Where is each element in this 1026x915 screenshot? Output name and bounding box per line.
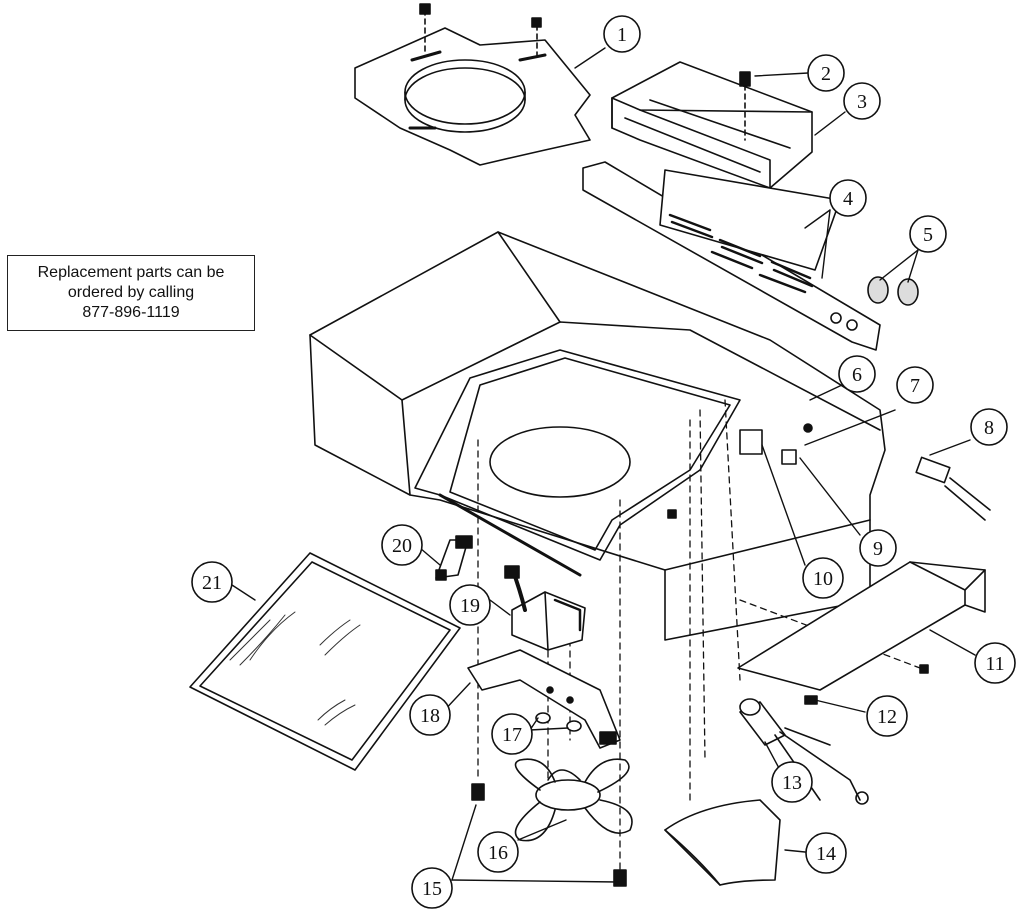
callout-2: 2 <box>807 54 845 92</box>
svg-text:4: 4 <box>843 188 853 210</box>
svg-text:6: 6 <box>852 364 862 386</box>
callout-13: 13 <box>771 761 813 803</box>
callout-14: 14 <box>805 832 847 874</box>
svg-text:2: 2 <box>821 63 831 85</box>
replacement-parts-info-box: Replacement parts can be ordered by call… <box>7 255 255 331</box>
filter-latch <box>435 535 473 581</box>
wiring-cover <box>737 561 986 691</box>
callout-20: 20 <box>381 524 423 566</box>
svg-text:18: 18 <box>420 705 440 727</box>
grease-filter <box>189 552 461 771</box>
info-line-2: ordered by calling <box>67 284 195 301</box>
callout-16: 16 <box>477 831 519 873</box>
callout-7: 7 <box>896 366 934 404</box>
svg-text:10: 10 <box>813 568 833 590</box>
wire-connector <box>915 456 991 521</box>
svg-text:9: 9 <box>873 538 883 560</box>
svg-text:5: 5 <box>923 224 933 246</box>
info-line-1: Replacement parts can be <box>37 264 225 281</box>
svg-text:8: 8 <box>984 417 994 439</box>
callout-10: 10 <box>802 557 844 599</box>
callouts: 1 2 3 4 5 6 7 8 9 10 11 12 13 14 15 16 1… <box>191 15 1016 909</box>
svg-text:3: 3 <box>857 91 867 113</box>
svg-text:21: 21 <box>202 572 222 594</box>
svg-text:17: 17 <box>502 724 522 746</box>
front-grille-panel <box>582 161 881 351</box>
control-housing <box>611 61 813 189</box>
capacitor <box>739 698 869 805</box>
callout-15: 15 <box>411 867 453 909</box>
svg-text:1: 1 <box>617 24 627 46</box>
callout-3: 3 <box>843 82 881 120</box>
callout-4: 4 <box>829 179 867 217</box>
callout-5: 5 <box>909 215 947 253</box>
svg-text:16: 16 <box>488 842 508 864</box>
svg-text:12: 12 <box>877 706 897 728</box>
duct-adapter-plate <box>354 3 591 166</box>
screw <box>739 71 751 87</box>
svg-text:19: 19 <box>460 595 480 617</box>
callout-6: 6 <box>838 355 876 393</box>
motor <box>504 565 586 651</box>
control-knobs <box>867 276 919 306</box>
callout-1: 1 <box>603 15 641 53</box>
svg-text:11: 11 <box>985 653 1004 675</box>
callout-18: 18 <box>409 694 451 736</box>
fan-blade <box>514 758 633 842</box>
svg-text:13: 13 <box>782 772 802 794</box>
motor-bracket <box>467 649 621 749</box>
callout-12: 12 <box>866 695 908 737</box>
svg-text:20: 20 <box>392 535 412 557</box>
svg-text:15: 15 <box>422 878 442 900</box>
callout-21: 21 <box>191 561 233 603</box>
callout-11: 11 <box>974 642 1016 684</box>
grommets <box>535 712 582 732</box>
svg-text:14: 14 <box>816 843 836 865</box>
callout-9: 9 <box>859 529 897 567</box>
callout-19: 19 <box>449 584 491 626</box>
duct-damper <box>664 799 781 886</box>
svg-text:7: 7 <box>910 375 920 397</box>
callout-8: 8 <box>970 408 1008 446</box>
phone-number: 877-896-1119 <box>82 304 180 321</box>
callout-17: 17 <box>491 713 533 755</box>
leader-lines <box>231 47 976 883</box>
